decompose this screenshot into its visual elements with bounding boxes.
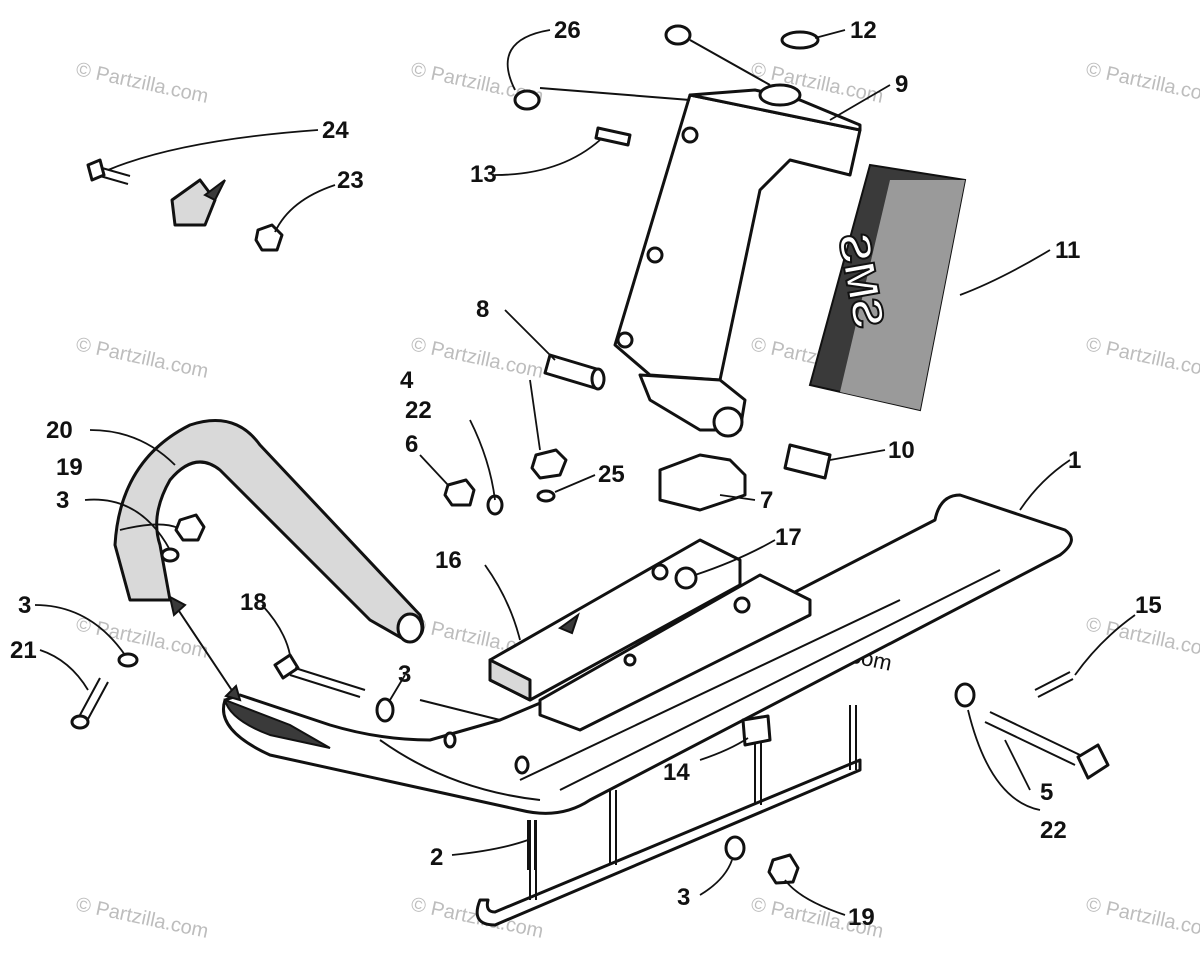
callout-22: 22: [1040, 817, 1067, 844]
callout-25: 25: [598, 461, 625, 488]
callout-15: 15: [1135, 592, 1162, 619]
callout-3: 3: [677, 884, 690, 911]
callout-1: 1: [1068, 447, 1081, 474]
ski-part: [222, 493, 1073, 815]
callout-19: 19: [56, 454, 83, 481]
callout-11: 11: [1055, 237, 1080, 264]
ski-loop-part: [113, 419, 425, 644]
watermark: © Partzilla.com: [1084, 58, 1200, 108]
callout-8: 8: [476, 296, 489, 323]
callout-6: 6: [405, 431, 418, 458]
watermark: © Partzilla.com: [1084, 333, 1200, 383]
callout-17: 17: [775, 524, 802, 551]
decal-part: SMS: [808, 163, 967, 412]
callout-4: 4: [400, 367, 414, 394]
callout-12: 12: [850, 17, 877, 44]
callout-3: 3: [398, 661, 411, 688]
callout-7: 7: [760, 487, 773, 514]
callout-18: 18: [240, 589, 267, 616]
arrows: [168, 179, 580, 702]
callout-numbers: 1 2 3 3 3 3 4 5 6 7 8 9 10 11 12 13 14 1…: [10, 17, 1162, 931]
callout-24: 24: [322, 117, 349, 144]
callout-9: 9: [895, 71, 908, 98]
callout-3: 3: [56, 487, 69, 514]
spindle-part: [613, 83, 862, 438]
watermarks: © Partzilla.com © Partzilla.com © Partzi…: [74, 58, 1200, 943]
leader-lines: [34, 29, 1136, 916]
watermark: © Partzilla.com: [409, 333, 545, 383]
watermark: © Partzilla.com: [74, 58, 210, 108]
callout-23: 23: [337, 167, 364, 194]
callout-22: 22: [405, 397, 432, 424]
callout-13: 13: [470, 161, 497, 188]
callout-26: 26: [554, 17, 581, 44]
callout-21: 21: [10, 637, 37, 664]
watermark: © Partzilla.com: [74, 893, 210, 943]
watermark: © Partzilla.com: [1084, 893, 1200, 943]
callout-14: 14: [663, 759, 690, 786]
callout-19: 19: [848, 904, 875, 931]
callout-16: 16: [435, 547, 462, 574]
callout-2: 2: [430, 844, 443, 871]
watermark: © Partzilla.com: [1084, 613, 1200, 663]
small-parts: [70, 24, 1110, 885]
callout-3: 3: [18, 592, 31, 619]
callout-10: 10: [888, 437, 915, 464]
callout-5: 5: [1040, 779, 1053, 806]
watermark: © Partzilla.com: [74, 613, 210, 663]
callout-20: 20: [46, 417, 73, 444]
watermark: © Partzilla.com: [74, 333, 210, 383]
